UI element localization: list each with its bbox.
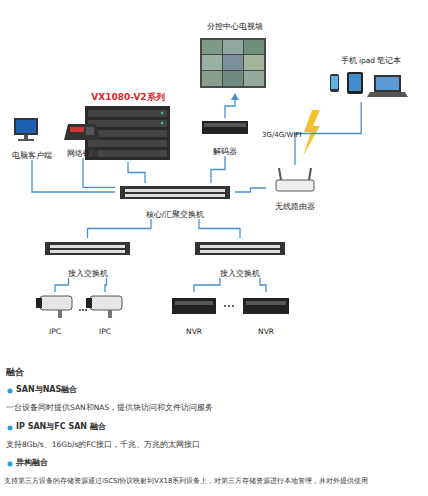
camera-node: IPC — [32, 292, 78, 336]
body-text: 一台设备同时提供SAN和NAS，提供块访问和文件访问服务 — [6, 403, 420, 412]
network-link — [225, 94, 235, 118]
client-node: 电脑客户端 — [4, 115, 60, 160]
core-switch-node: 核心/汇聚交换机 — [115, 183, 235, 219]
device-label: NVR — [258, 327, 274, 336]
network-link — [211, 156, 225, 183]
ipc-camera — [36, 296, 122, 318]
decoder-node: 解码器 — [196, 118, 254, 156]
device-label: 电脑客户端 — [12, 151, 52, 160]
body-text: 支持第三方设备的存储资源通过iSCSI协议映射到VX18系列设备上，对第三方存储… — [4, 477, 428, 485]
video-wall — [200, 38, 266, 88]
device-label: IPC — [49, 327, 61, 336]
keyboard-node: 网络键盘 — [58, 120, 108, 158]
network-link — [83, 158, 115, 187]
router-node: 无线路由器 — [266, 165, 324, 211]
nvr-node: NVR — [168, 292, 220, 336]
device-label: IPC — [99, 327, 111, 336]
access-switch-node: 接入交换机 — [40, 238, 135, 278]
device-label: 无线路由器 — [275, 202, 315, 211]
device-label: 核心/汇聚交换机 — [146, 210, 205, 219]
network-link — [105, 278, 107, 292]
body-text: IP SAN与FC SAN 融合 — [16, 422, 420, 432]
network-link — [88, 219, 152, 238]
device-label: 分控中心电视墙 — [207, 22, 263, 31]
body-text: 支持8Gb/s、16Gb/s的FC接口，千兆、万兆的太网接口 — [6, 440, 420, 449]
device-label: 解码器 — [213, 147, 237, 156]
link-label: 3G/4G/WIFI — [262, 131, 302, 139]
device-label: 网络键盘 — [67, 149, 99, 158]
nvr-device — [172, 298, 289, 314]
device-label: 接入交换机 — [68, 269, 108, 278]
core-switch — [120, 186, 230, 199]
network-link — [199, 219, 240, 238]
body-text: SAN与NAS融合 — [16, 385, 420, 395]
device-label: VX1080-V2系列 — [91, 92, 164, 103]
device-label: 接入交换机 — [220, 269, 260, 278]
device-label: 手机 ipad 笔记本 — [341, 56, 402, 65]
network-link — [295, 102, 361, 165]
network-link — [194, 278, 220, 292]
network-link — [55, 278, 69, 292]
bullet-dot — [8, 389, 13, 467]
pc-client — [14, 118, 38, 141]
mobile-node: 手机 ipad 笔记本 — [322, 56, 420, 102]
device-label: NVR — [186, 327, 202, 336]
body-text: 融合 — [6, 367, 420, 378]
wireless-router — [276, 110, 320, 191]
access-switch-node: 接入交换机 — [190, 238, 290, 278]
nvr-node: NVR — [239, 292, 293, 336]
network-keyboard — [64, 124, 100, 140]
mobile-devices — [330, 72, 408, 97]
network-link — [260, 278, 266, 292]
body-text: 异构融合 — [16, 458, 420, 468]
access-switch — [45, 242, 285, 255]
camera-node: IPC — [82, 292, 128, 336]
network-link — [235, 188, 266, 192]
decoder-device — [202, 121, 248, 134]
network-link — [128, 162, 145, 183]
video-wall-node: 分控中心电视墙 — [195, 22, 275, 94]
